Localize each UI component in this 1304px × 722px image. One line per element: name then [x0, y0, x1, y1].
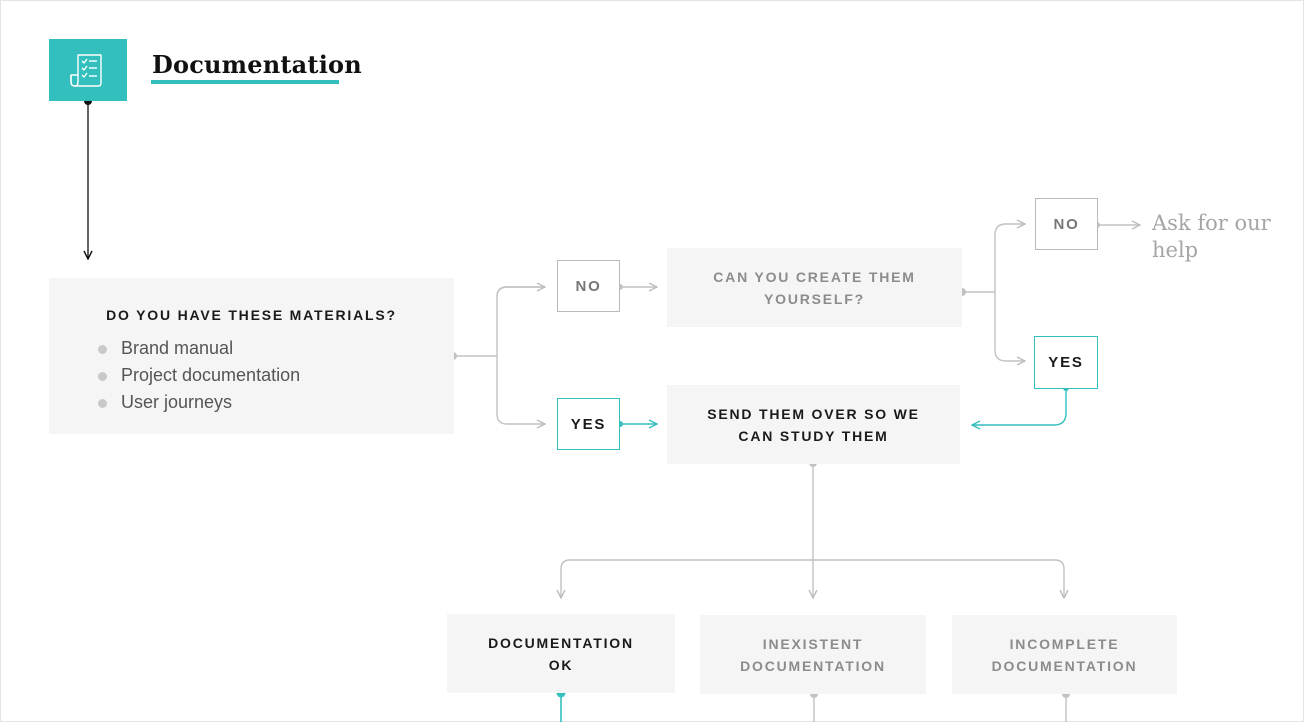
create-split-connector [958, 224, 1025, 361]
create-yourself-question-box: CAN YOU CREATE THEM YOURSELF? [667, 248, 962, 327]
yes-return-connector [972, 385, 1069, 425]
checklist-document-icon [70, 54, 102, 87]
bullet-icon [98, 399, 107, 408]
outcome-documentation-ok: DOCUMENTATION OK [447, 614, 675, 693]
list-item: Brand manual [97, 337, 300, 364]
no-to-help-connector [1094, 222, 1140, 228]
materials-list: Brand manual Project documentation User … [97, 337, 300, 418]
ask-for-help-result: Ask for our help [1152, 211, 1271, 262]
question-split-connector [449, 287, 545, 424]
materials-question-title: DO YOU HAVE THESE MATERIALS? [106, 307, 397, 323]
start-connector [84, 97, 92, 259]
bullet-icon [98, 345, 107, 354]
send-them-over-box: SEND THEM OVER SO WE CAN STUDY THEM [667, 385, 960, 464]
list-item-label: Project documentation [121, 365, 301, 385]
documentation-icon-tile [49, 39, 127, 101]
answer-yes-box: YES [557, 398, 620, 450]
answer-no-box: NO [557, 260, 620, 312]
create-no-box: NO [1035, 198, 1098, 250]
outcome-inexistent-documentation: INEXISTENT DOCUMENTATION [700, 615, 926, 694]
page-title: Documentation [152, 50, 362, 79]
yes-to-send-connector [617, 421, 657, 427]
list-item-label: Brand manual [121, 338, 234, 358]
create-yes-box: YES [1034, 336, 1098, 389]
materials-question-box [49, 278, 454, 434]
list-item: User journeys [97, 391, 300, 418]
send-to-outcomes-connector [561, 459, 1064, 598]
bullet-icon [98, 372, 107, 381]
no-to-create-connector [617, 284, 657, 290]
list-item-label: User journeys [121, 392, 233, 412]
title-underline [151, 80, 339, 84]
list-item: Project documentation [97, 364, 300, 391]
outcome-incomplete-documentation: INCOMPLETE DOCUMENTATION [952, 615, 1177, 694]
